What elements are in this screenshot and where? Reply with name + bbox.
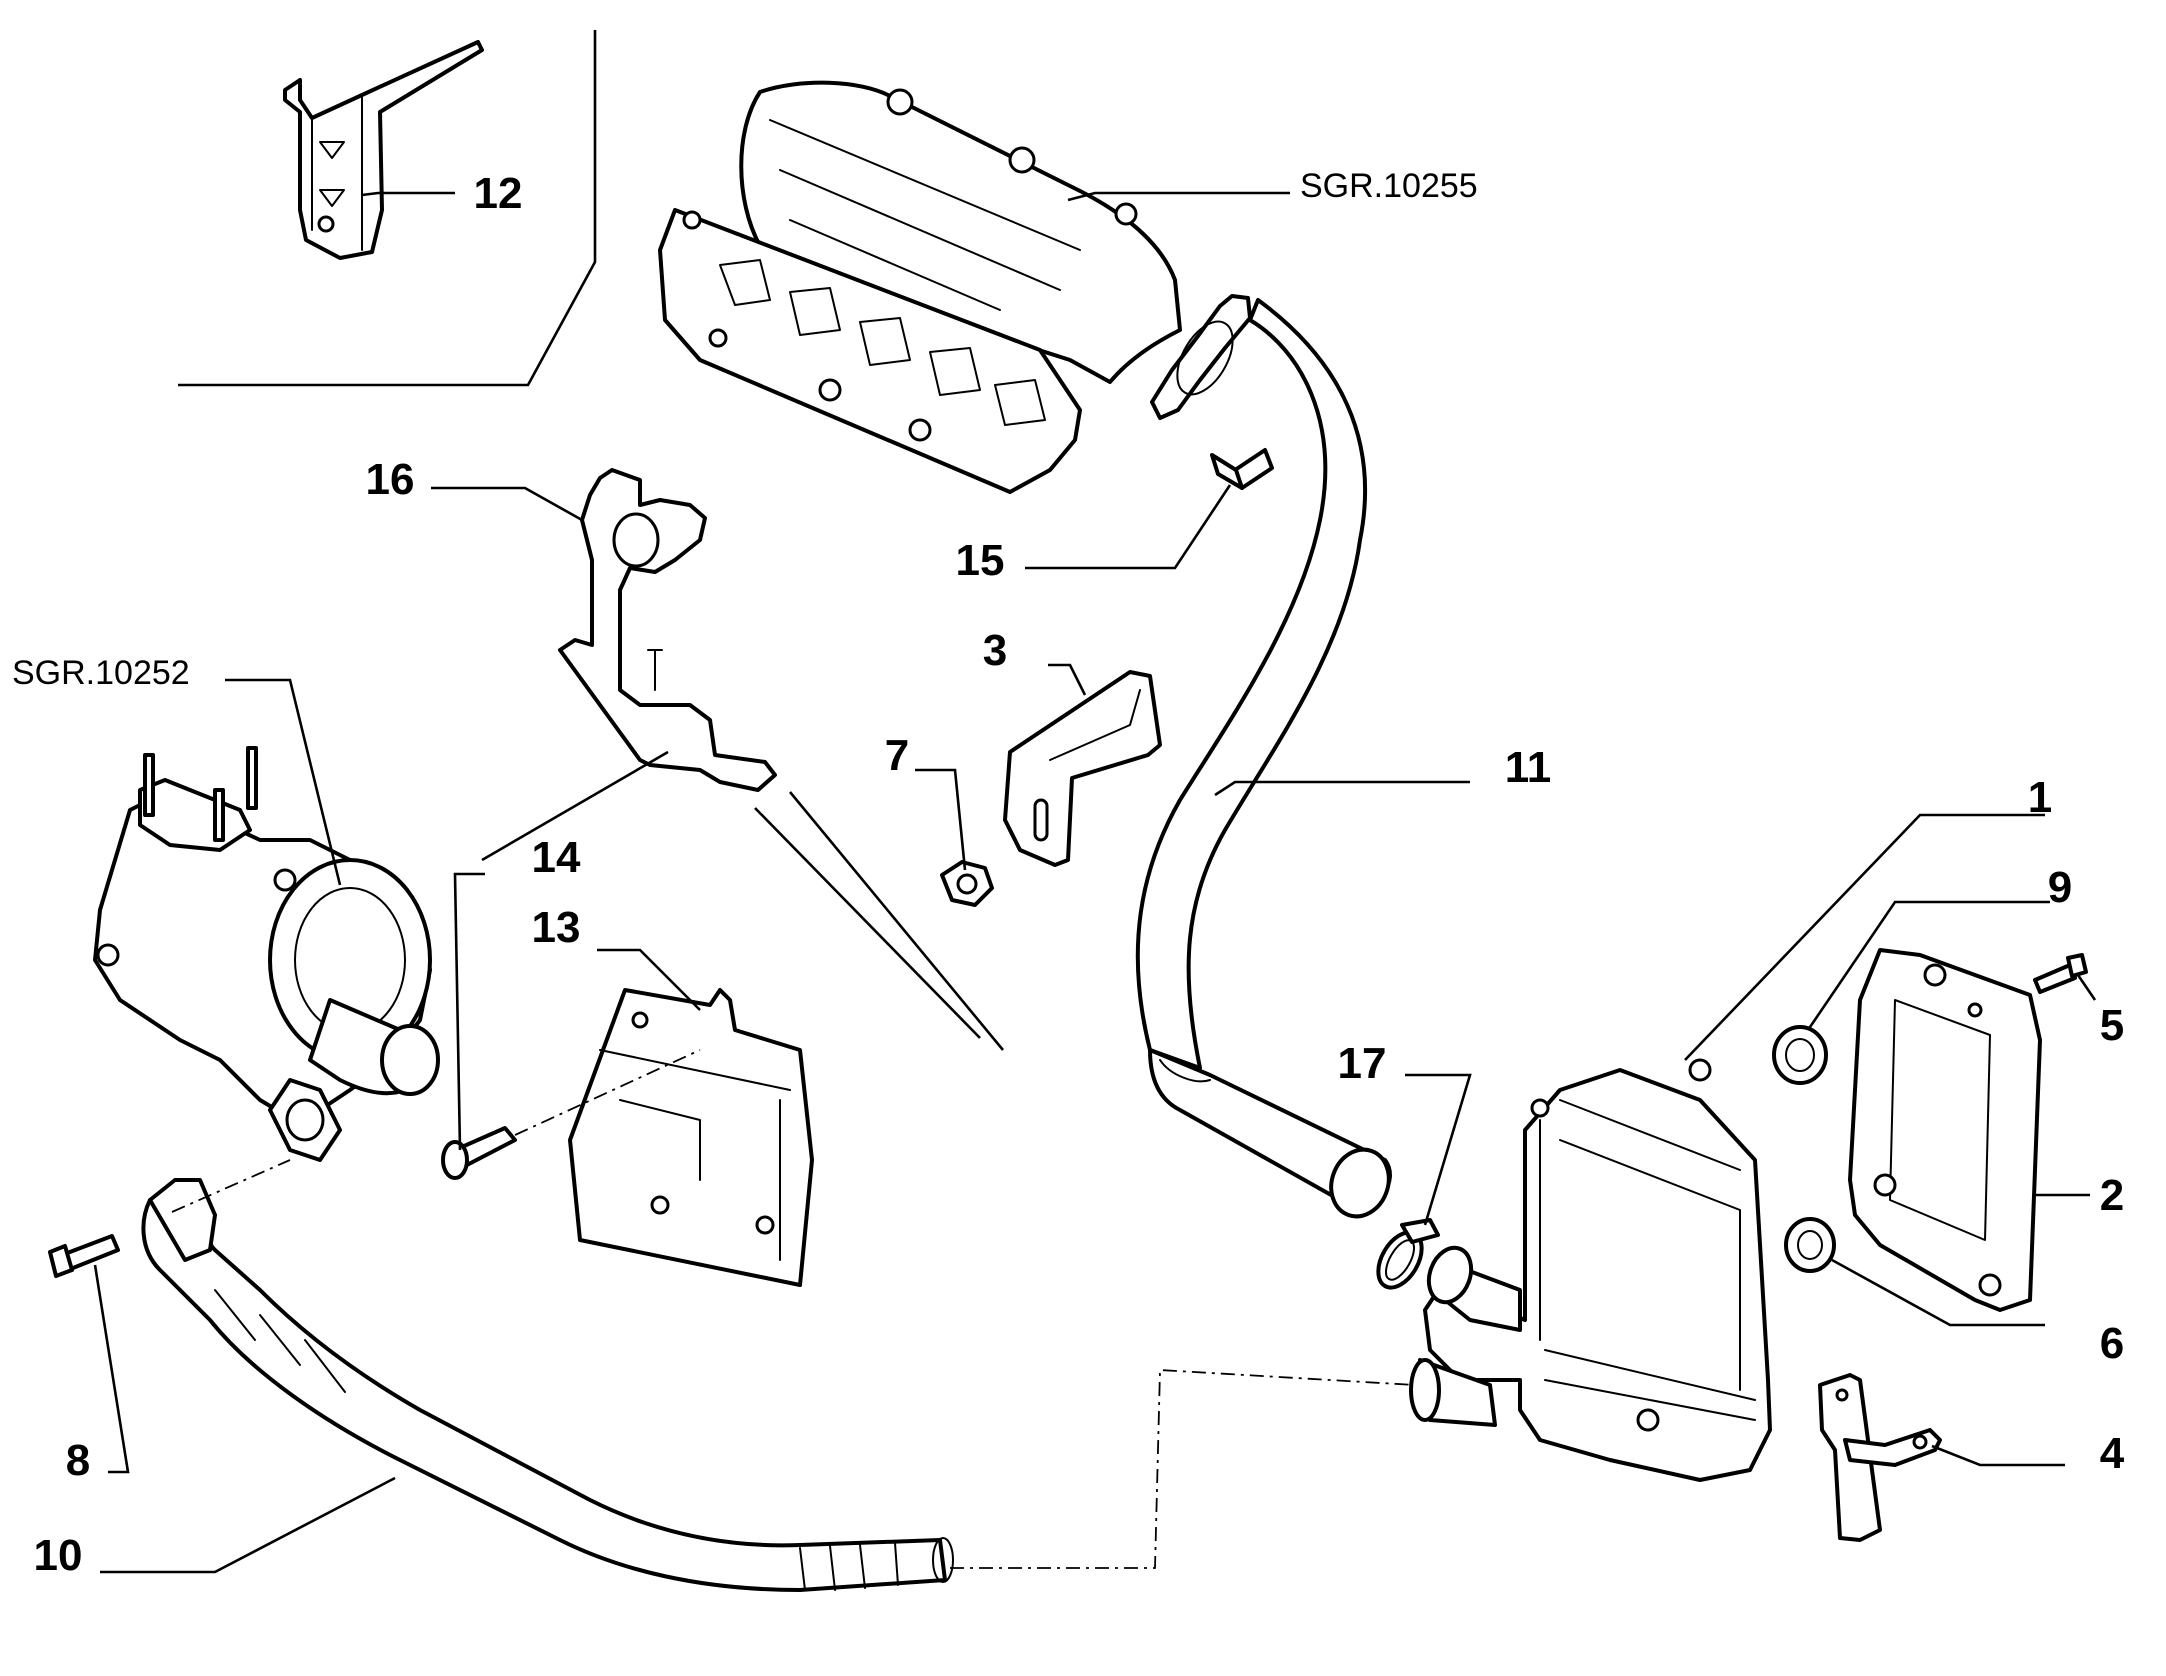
intake-manifold [658, 80, 1182, 494]
throttle-flange [1150, 294, 1252, 420]
callout-14: 14 [532, 833, 581, 882]
callout-1: 1 [2028, 773, 2052, 822]
part-2-mounting-plate [1848, 948, 2042, 1312]
part-10-pipe [141, 1159, 954, 1592]
connection-line [950, 1369, 1416, 1569]
part-1-intercooler [1409, 1058, 1772, 1482]
part-16-bracket [558, 468, 777, 792]
part-3-bracket [1003, 670, 1162, 867]
callout-5: 5 [2100, 1001, 2124, 1050]
callout-10: 10 [34, 1531, 83, 1580]
part-13-heat-shield [568, 988, 814, 1287]
turbocharger [93, 746, 440, 1162]
part-6-grommet [1784, 1217, 1836, 1273]
callout-9: 9 [2048, 863, 2072, 912]
part-7-nut [940, 860, 994, 907]
ref-label-manifold: SGR.10255 [1300, 167, 1478, 205]
section-lines [481, 750, 1005, 1051]
callout-16: 16 [366, 455, 415, 504]
leader-lines [93, 191, 2097, 1574]
callout-17: 17 [1338, 1039, 1387, 1088]
callout-15: 15 [956, 536, 1005, 585]
callout-12: 12 [474, 169, 523, 218]
part-4-bracket [1818, 1373, 1942, 1542]
callout-3: 3 [983, 626, 1007, 675]
part-12-bracket [283, 40, 484, 260]
part-17-clamp [1376, 1218, 1440, 1290]
part-15-bolt [1210, 448, 1274, 490]
callout-13: 13 [532, 903, 581, 952]
inset-frame [178, 30, 597, 387]
callout-8: 8 [66, 1436, 90, 1485]
callout-11: 11 [1505, 743, 1552, 792]
ref-label-turbo: SGR.10252 [12, 654, 190, 692]
part-5-bolt [2033, 953, 2088, 994]
part-8-bolt [48, 1234, 120, 1278]
callout-6: 6 [2100, 1319, 2124, 1368]
part-9-grommet [1772, 1025, 1828, 1085]
callout-4: 4 [2100, 1429, 2125, 1478]
part-14-bolt [441, 1049, 701, 1180]
part-11-hose [1135, 298, 1392, 1219]
callout-7: 7 [885, 731, 909, 780]
callout-2: 2 [2100, 1171, 2124, 1220]
